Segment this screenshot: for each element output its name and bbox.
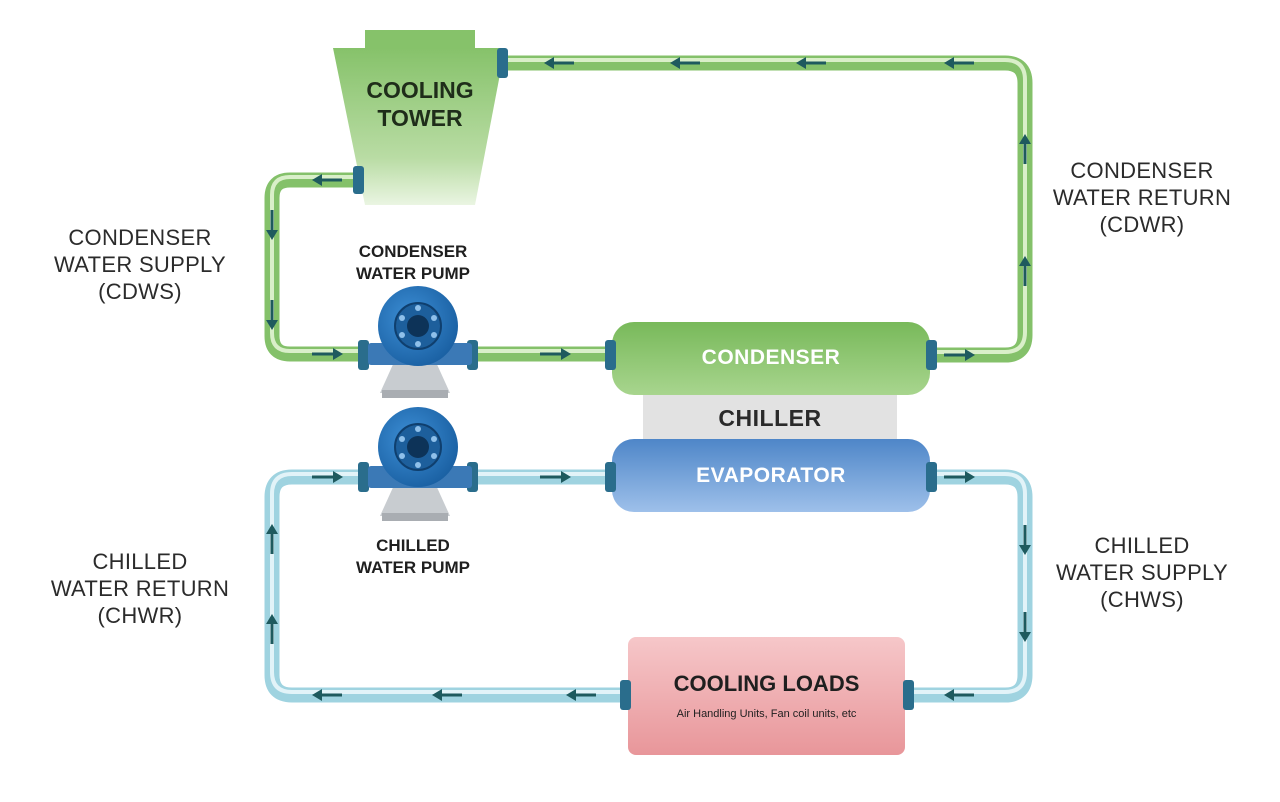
arrow-up-icon <box>1019 134 1031 164</box>
arrow-down-icon <box>266 210 278 240</box>
chwr-label-line3: (CHWR) <box>97 603 183 628</box>
arrow-left-icon <box>312 689 342 701</box>
condenser-pump-label: CONDENSER WATER PUMP <box>328 241 498 285</box>
arrow-left-icon <box>944 689 974 701</box>
evaporator-label: EVAPORATOR <box>696 464 846 487</box>
cooling-tower-label-line2: TOWER <box>377 105 463 131</box>
cdws-label-line1: CONDENSER <box>68 225 212 250</box>
chws-label-line2: WATER SUPPLY <box>1056 560 1228 585</box>
arrow-left-icon <box>796 57 826 69</box>
chilled-pump-label-line2: WATER PUMP <box>356 558 470 577</box>
cooling-loads-subtitle: Air Handling Units, Fan coil units, etc <box>676 708 857 720</box>
chwr-label-line1: CHILLED <box>92 549 188 574</box>
cooling-tower-label: COOLING TOWER <box>345 76 495 132</box>
chilled-pump-label-line1: CHILLED <box>376 536 450 555</box>
chws-label-line3: (CHWS) <box>1100 587 1184 612</box>
arrow-left-icon <box>944 57 974 69</box>
chws-label: CHILLED WATER SUPPLY (CHWS) <box>1032 532 1252 613</box>
cdws-label-line3: (CDWS) <box>98 279 182 304</box>
cdws-label-line2: WATER SUPPLY <box>54 252 226 277</box>
arrow-down-icon <box>1019 612 1031 642</box>
arrow-right-icon <box>540 471 571 483</box>
arrow-right-icon <box>312 471 343 483</box>
chilled-water-loop <box>264 469 1033 703</box>
arrow-left-icon <box>312 174 342 186</box>
chiller-body <box>643 393 897 443</box>
condenser-water-loop <box>264 55 1033 363</box>
condenser-label: CONDENSER <box>701 346 841 369</box>
arrow-up-icon <box>266 614 278 644</box>
arrow-up-icon <box>266 524 278 554</box>
chilled-pump-label: CHILLED WATER PUMP <box>328 535 498 579</box>
condenser-pump-label-line1: CONDENSER <box>358 242 468 261</box>
arrow-left-icon <box>670 57 700 69</box>
cooling-tower <box>333 30 505 205</box>
arrow-down-icon <box>266 300 278 330</box>
cooling-loads-box <box>628 637 905 755</box>
arrow-up-icon <box>1019 256 1031 286</box>
arrow-right-icon <box>944 471 975 483</box>
condenser-vessel <box>612 322 930 395</box>
cdwr-label-line3: (CDWR) <box>1099 212 1185 237</box>
condenser-pump-icon <box>368 286 472 398</box>
cdwr-label-line2: WATER RETURN <box>1052 185 1232 210</box>
cooling-tower-label-line1: COOLING <box>366 77 474 103</box>
arrow-down-icon <box>1019 525 1031 555</box>
arrow-left-icon <box>544 57 574 69</box>
flow-arrows <box>266 57 1031 701</box>
arrow-left-icon <box>566 689 596 701</box>
cdws-label: CONDENSER WATER SUPPLY (CDWS) <box>30 224 250 305</box>
condenser-pump-label-line2: WATER PUMP <box>356 264 470 283</box>
arrow-right-icon <box>540 348 571 360</box>
arrow-right-icon <box>312 348 343 360</box>
arrow-right-icon <box>944 349 975 361</box>
chwr-label: CHILLED WATER RETURN (CHWR) <box>30 548 250 629</box>
cdwr-label: CONDENSER WATER RETURN (CDWR) <box>1032 157 1252 238</box>
cdwr-label-line1: CONDENSER <box>1070 158 1214 183</box>
cooling-loads-title: COOLING LOADS <box>673 671 860 696</box>
chwr-label-line2: WATER RETURN <box>50 576 230 601</box>
chilled-pump-icon <box>368 407 472 521</box>
chws-label-line1: CHILLED <box>1094 533 1190 558</box>
evaporator-vessel <box>612 439 930 512</box>
chiller-label: CHILLER <box>718 405 822 431</box>
arrow-left-icon <box>432 689 462 701</box>
